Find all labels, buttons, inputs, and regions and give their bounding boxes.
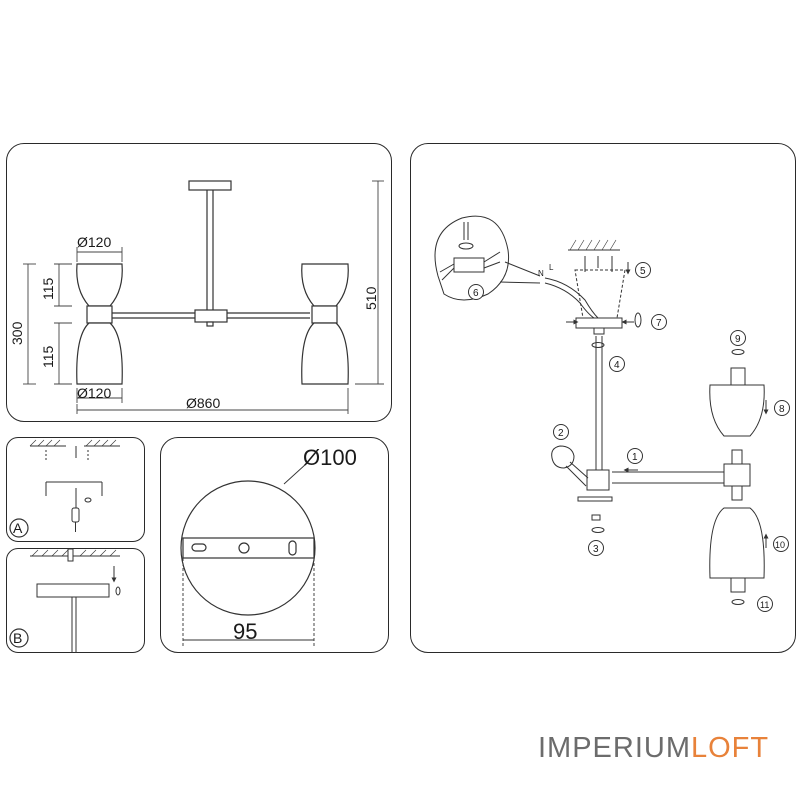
step-9-number: 9: [735, 334, 741, 345]
step-6-number: 6: [473, 288, 479, 299]
step-10-number: 10: [775, 540, 785, 550]
step-1-number: 1: [632, 452, 638, 463]
chandelier-dimension-drawing: [23, 180, 384, 414]
step-2-number: 2: [558, 428, 564, 439]
step-4-number: 4: [614, 360, 620, 371]
step-7-number: 7: [656, 318, 662, 329]
step-8-number: 8: [779, 404, 785, 415]
step-a-label: A: [13, 520, 23, 536]
body-height-label: 300: [9, 321, 25, 345]
top-diameter-label: Ø120: [77, 234, 111, 250]
brand-part-1: IMPERIUM: [538, 732, 691, 764]
total-height-label: 510: [363, 286, 379, 310]
step-a-drawing: [29, 439, 120, 532]
span-label: Ø860: [186, 395, 220, 411]
step-a-badge: [9, 518, 29, 538]
plate-width-label: 95: [233, 619, 257, 644]
step-b-label: B: [13, 630, 22, 646]
lower-shade-height-label: 115: [40, 345, 56, 368]
brand-part-2: LOFT: [691, 732, 770, 764]
wire-n-label: N: [538, 269, 544, 278]
bottom-diameter-label: Ø120: [77, 385, 111, 401]
step-b-badge: [9, 628, 29, 648]
upper-shade-height-label: 115: [40, 277, 56, 300]
assembly-step-numbers: [468, 262, 790, 612]
step-b-drawing: [30, 548, 121, 653]
step-5-number: 5: [640, 266, 646, 277]
wire-l-label: L: [549, 263, 554, 272]
brand-logo: IMPERIUMLOFT: [538, 732, 769, 765]
step-3-number: 3: [593, 544, 599, 555]
assembly-drawing: [434, 215, 769, 605]
canopy-diameter-label: Ø100: [303, 445, 357, 470]
canopy-drawing: [180, 463, 316, 646]
step-11-number: 11: [760, 600, 769, 610]
